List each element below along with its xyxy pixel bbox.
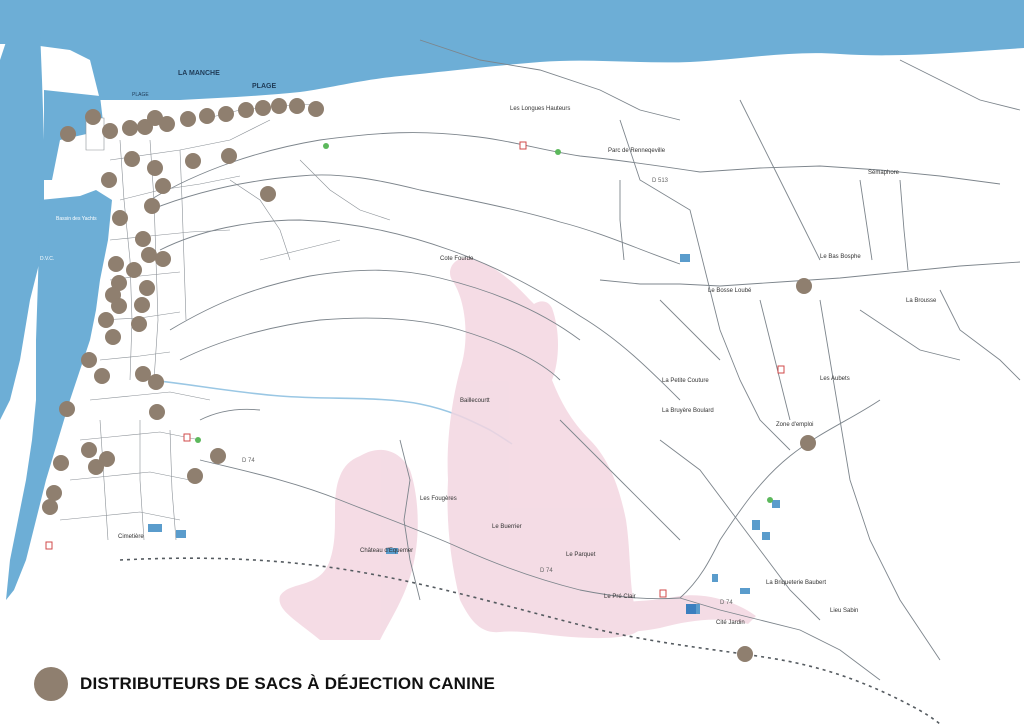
label-beach-small: PLAGE — [132, 92, 149, 98]
dispenser-marker — [111, 275, 127, 291]
dispenser-marker — [149, 404, 165, 420]
label-bassin: Bassin des Yachts — [56, 216, 97, 222]
dispenser-marker — [139, 280, 155, 296]
dispenser-markers — [42, 98, 816, 662]
dispenser-marker — [737, 646, 753, 662]
label-fougeres: Les Fougères — [420, 496, 457, 502]
dispenser-marker — [218, 106, 234, 122]
label-bas-bosphe: Le Bas Bosphe — [820, 254, 861, 260]
label-cimetiere: Cimetière — [118, 534, 144, 540]
dispenser-marker — [185, 153, 201, 169]
dispenser-marker — [144, 198, 160, 214]
label-chateau: Château d'Equemer — [360, 548, 413, 554]
label-bucrier: Le Buerrier — [492, 524, 522, 530]
label-briqueterie: La Briqueterie Baubert — [766, 580, 826, 586]
label-pres-clair: Le Pré Clair — [604, 594, 636, 600]
dispenser-marker — [289, 98, 305, 114]
dispenser-marker — [105, 329, 121, 345]
dispenser-marker — [46, 485, 62, 501]
dispenser-marker — [126, 262, 142, 278]
dispenser-marker — [85, 109, 101, 125]
dispenser-marker — [221, 148, 237, 164]
label-petite-couture: La Petite Couture — [662, 378, 709, 384]
label-bruyere: La Bruyère Boulard — [662, 408, 714, 414]
dispenser-marker — [124, 151, 140, 167]
dispenser-marker — [42, 499, 58, 515]
label-parquet: Le Parquet — [566, 552, 596, 558]
dispenser-marker — [88, 459, 104, 475]
label-parc: Parc de Renneqeville — [608, 148, 666, 154]
dispenser-marker — [81, 352, 97, 368]
dispenser-marker — [131, 316, 147, 332]
map-labels: LA MANCHE PLAGE PLAGE Bassin des Yachts … — [40, 70, 937, 626]
dispenser-marker — [135, 231, 151, 247]
dispenser-marker — [260, 186, 276, 202]
dispenser-marker — [148, 374, 164, 390]
dispenser-marker — [122, 120, 138, 136]
dispenser-marker — [147, 110, 163, 126]
railway — [119, 557, 941, 724]
dispenser-marker — [102, 123, 118, 139]
label-cite-jardin: Cité Jardin — [716, 620, 745, 626]
label-brousse: La Brousse — [906, 298, 937, 304]
label-aubets: Les Aubets — [820, 376, 850, 382]
dispenser-marker — [135, 366, 151, 382]
poi-markers — [45, 141, 785, 614]
label-zone: Zone d'emploi — [776, 422, 814, 428]
dispenser-marker — [308, 101, 324, 117]
dispenser-marker — [60, 126, 76, 142]
dispenser-marker — [187, 468, 203, 484]
label-rocher: Les Longues Hauteurs — [510, 106, 570, 112]
label-coteau: Cote Fourde — [440, 256, 474, 262]
label-bosse: Le Bosse Loubé — [708, 288, 752, 294]
dispenser-marker — [81, 442, 97, 458]
label-d74-a: D 74 — [242, 458, 255, 464]
label-d74-b: D 74 — [540, 568, 553, 574]
road-network — [149, 39, 1021, 681]
label-d513: D 513 — [652, 178, 669, 184]
dispenser-marker — [155, 251, 171, 267]
dispenser-marker — [98, 312, 114, 328]
label-beach: PLAGE — [252, 83, 276, 90]
dispenser-marker — [101, 172, 117, 188]
sea-area — [0, 0, 1024, 100]
dispenser-marker — [141, 247, 157, 263]
dispenser-marker — [210, 448, 226, 464]
dispenser-marker — [796, 278, 812, 294]
label-sea: LA MANCHE — [178, 70, 220, 77]
label-semaphore: Sémaphore — [868, 170, 900, 176]
dispenser-marker — [94, 368, 110, 384]
legend-dispenser-icon — [34, 667, 68, 701]
map-legend: DISTRIBUTEURS DE SACS À DÉJECTION CANINE — [34, 664, 495, 704]
dispenser-marker — [159, 116, 175, 132]
legend-label: DISTRIBUTEURS DE SACS À DÉJECTION CANINE — [80, 674, 496, 693]
label-lieu-sabin: Lieu Sabin — [830, 608, 858, 614]
dog-cat-watermark — [279, 257, 756, 640]
label-baillecourtt: Baillecourtt — [460, 398, 490, 404]
label-d74-c: D 74 — [720, 600, 733, 606]
dispenser-marker — [112, 210, 128, 226]
dispenser-marker — [238, 102, 254, 118]
dispenser-marker — [255, 100, 271, 116]
dispenser-marker — [147, 160, 163, 176]
dispenser-marker — [111, 298, 127, 314]
dispenser-marker — [59, 401, 75, 417]
dispenser-marker — [271, 98, 287, 114]
label-port: D.V.C. — [40, 256, 54, 262]
dispenser-marker — [99, 451, 115, 467]
dispenser-marker — [180, 111, 196, 127]
dispenser-marker — [134, 297, 150, 313]
dispenser-marker — [800, 435, 816, 451]
dispenser-marker — [108, 256, 124, 272]
dispenser-marker — [155, 178, 171, 194]
dispenser-marker — [53, 455, 69, 471]
dispenser-marker — [199, 108, 215, 124]
